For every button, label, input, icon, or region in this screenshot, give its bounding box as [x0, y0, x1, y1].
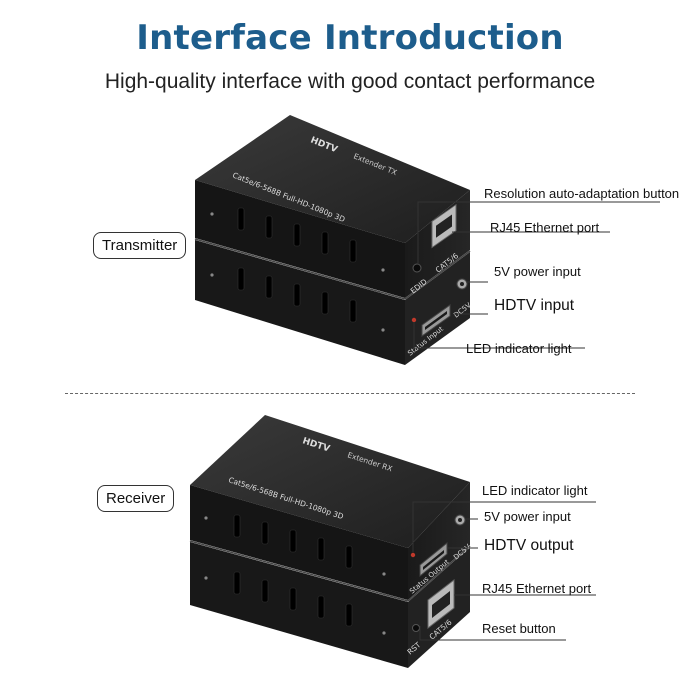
- tx-edid-button: [412, 263, 422, 273]
- tx-top-face: [195, 115, 470, 243]
- transmitter-tag: Transmitter: [93, 232, 187, 259]
- rx-top-face: [190, 415, 470, 548]
- rx-upper-front: [190, 485, 408, 600]
- rx-reset-button: [412, 624, 420, 632]
- tx-label-resolution: Resolution auto-adaptation button: [484, 186, 680, 201]
- tx-label-power: 5V power input: [494, 264, 581, 279]
- rx-label-reset: Reset button: [482, 621, 556, 636]
- tx-lower-side: [405, 252, 470, 365]
- section-divider: [65, 393, 635, 394]
- receiver-tag: Receiver: [97, 485, 175, 512]
- rx-label-rj45: RJ45 Ethernet port: [482, 581, 592, 596]
- page-subtitle: High-quality interface with good contact…: [104, 70, 596, 93]
- rx-lower-front: [190, 542, 408, 668]
- tx-led: [411, 317, 417, 323]
- page-title: Interface Introduction: [136, 18, 564, 58]
- tx-label-led: LED indicator light: [466, 341, 572, 356]
- tx-callouts: [413, 201, 660, 349]
- receiver-device: HDTV Extender RX Cat5e/6-568B Full-HD-10…: [189, 415, 472, 668]
- transmitter-device: HDTV Extender TX Cat5e/6-568B Full-HD-10…: [194, 115, 473, 365]
- tx-label-hdtv: HDTV input: [494, 297, 575, 314]
- rx-callouts: [412, 501, 596, 641]
- rx-led: [410, 552, 416, 558]
- rx-label-led: LED indicator light: [482, 483, 588, 498]
- tx-label-rj45: RJ45 Ethernet port: [490, 220, 600, 235]
- rx-label-power: 5V power input: [484, 509, 571, 524]
- rx-label-hdtv: HDTV output: [484, 537, 574, 554]
